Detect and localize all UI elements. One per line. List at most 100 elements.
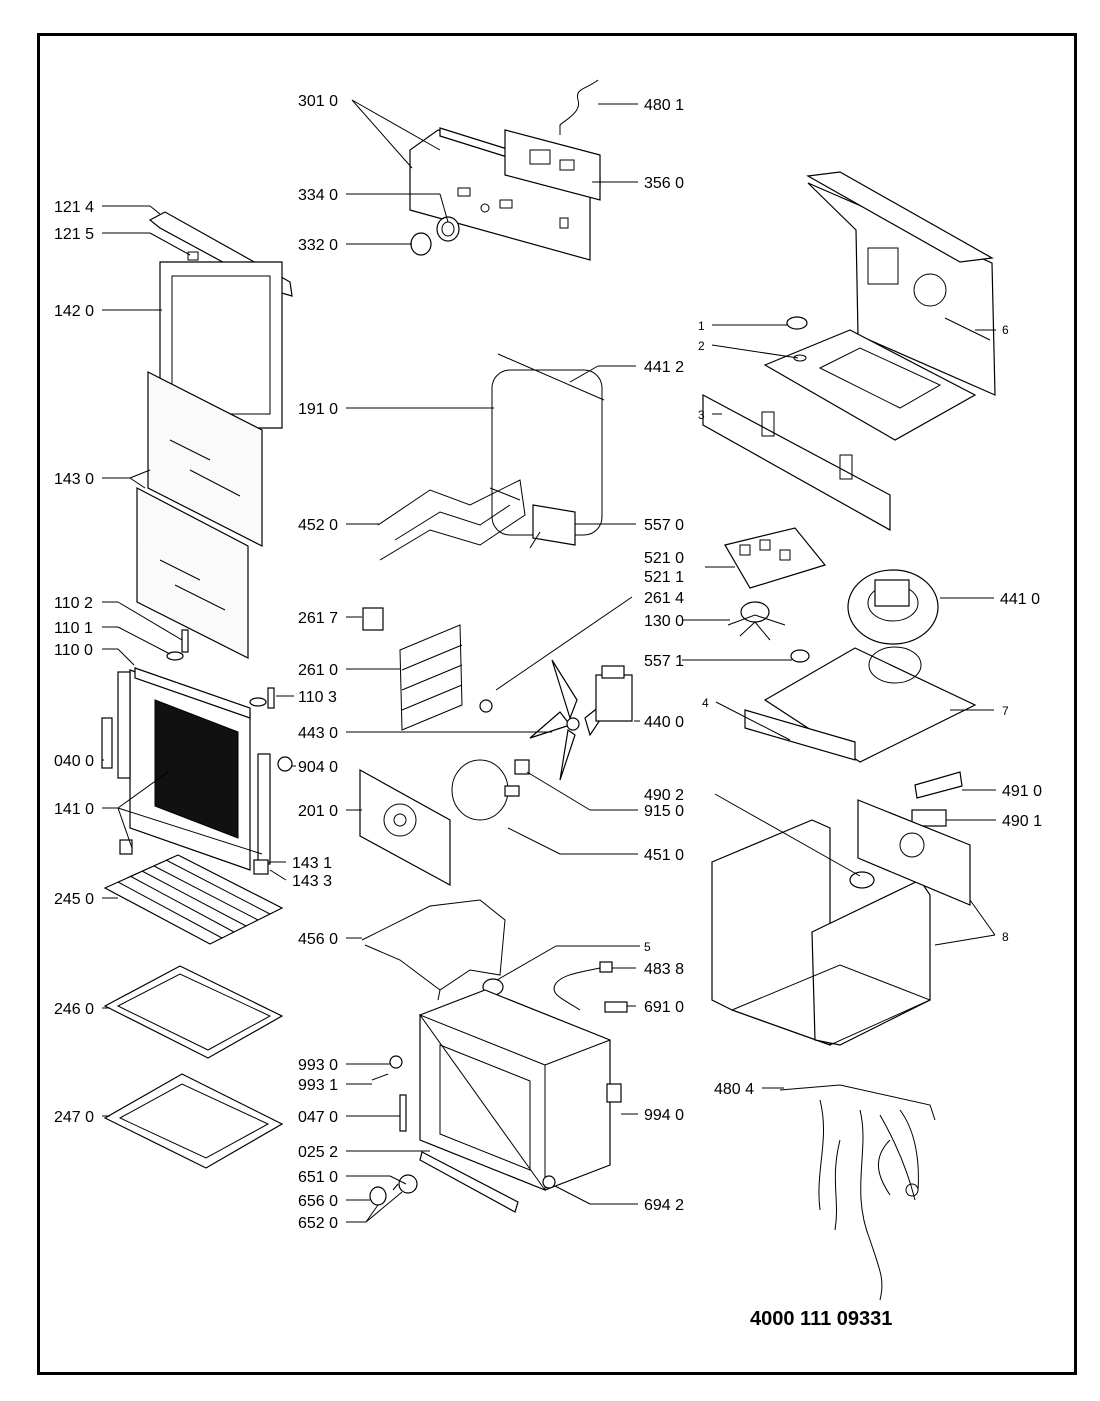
callout-557-0: 557 0: [644, 517, 684, 534]
callout-993-0: 993 0: [298, 1057, 338, 1074]
callout-110-2: 110 2: [54, 595, 93, 612]
callout-656-0: 656 0: [298, 1193, 338, 1210]
callout-7: 7: [1002, 704, 1009, 718]
connector-housing-part: [911, 809, 947, 827]
side-guide-part: [399, 1094, 407, 1132]
callout-521-1: 521 1: [644, 569, 684, 586]
support-bracket-part: [702, 393, 891, 532]
callout-2: 2: [698, 339, 705, 353]
callout-490-1: 490 1: [1002, 813, 1042, 830]
terminal-strip-part: [914, 771, 963, 799]
seal-ring-part: [849, 871, 875, 889]
callout-201-0: 201 0: [298, 803, 338, 820]
callout-557-1: 557 1: [644, 653, 684, 670]
callout-141-0: 141 0: [54, 801, 94, 818]
outer-casing-part: [711, 799, 971, 1046]
callout-6: 6: [1002, 323, 1009, 337]
callout-143-1: 143 1: [292, 855, 332, 872]
callout-130-0: 130 0: [644, 613, 684, 630]
rear-panel-part: [359, 768, 451, 887]
cavity-foot-part: [542, 1175, 556, 1189]
callout-521-0: 521 0: [644, 550, 684, 567]
callout-121-4: 121 4: [54, 199, 94, 216]
circular-heating-element-part: [451, 759, 520, 821]
callout-245-0: 245 0: [54, 891, 94, 908]
side-rack-part: [399, 624, 463, 731]
callout-652-0: 652 0: [298, 1215, 338, 1232]
callout-452-0: 452 0: [298, 517, 338, 534]
callout-5: 5: [644, 940, 651, 954]
grommet-part: [786, 316, 808, 330]
callout-143-3: 143 3: [292, 873, 332, 890]
washer-part: [166, 651, 184, 661]
front-trim-part: [419, 1151, 519, 1213]
rack-bracket-part: [362, 607, 384, 631]
callout-915-0: 915 0: [644, 803, 684, 820]
safety-thermostat-part: [790, 649, 810, 663]
top-panel-part: [806, 171, 996, 396]
top-heating-element-part: [377, 479, 526, 561]
callout-247-0: 247 0: [54, 1109, 94, 1126]
callout-480-4: 480 4: [714, 1081, 754, 1098]
wire-harness-small-part: [559, 79, 599, 135]
lamp-part: [479, 699, 493, 713]
callout-261-4: 261 4: [644, 590, 684, 607]
callout-110-0: 110 0: [54, 642, 93, 659]
bushing-part: [514, 759, 530, 775]
main-wire-harness-part: [779, 1084, 936, 1301]
callout-labels: 301 0 480 1 356 0 334 0 332 0 121 4 121 …: [54, 93, 1042, 1232]
motor-mount-part: [727, 601, 786, 641]
callout-451-0: 451 0: [644, 847, 684, 864]
callout-904-0: 904 0: [298, 759, 338, 776]
callout-121-5: 121 5: [54, 226, 94, 243]
base-plate-part: [744, 646, 977, 763]
oven-door-outer-part: [101, 667, 271, 875]
terminal-block-part: [604, 1001, 628, 1013]
callout-483-8: 483 8: [644, 961, 684, 978]
door-glass-pane-part: [136, 371, 263, 659]
control-relay-board-part: [724, 527, 827, 589]
callout-4: 4: [702, 696, 709, 710]
control-board-part: [504, 129, 601, 201]
oven-cavity-part: [418, 989, 622, 1192]
leader-lines: [102, 99, 996, 1223]
deep-tray-part: [103, 1073, 284, 1169]
callout-993-1: 993 1: [298, 1077, 338, 1094]
callout-191-0: 191 0: [298, 401, 338, 418]
callout-040-0: 040 0: [54, 753, 94, 770]
callout-143-0: 143 0: [54, 471, 94, 488]
knob-part: [410, 232, 432, 256]
callout-441-0: 441 0: [1000, 591, 1040, 608]
callout-332-0: 332 0: [298, 237, 338, 254]
cavity-lamp-part: [389, 1055, 403, 1069]
callout-261-7: 261 7: [298, 610, 338, 627]
hinge-clip-part: [181, 629, 189, 653]
callout-440-0: 440 0: [644, 714, 684, 731]
callout-651-0: 651 0: [298, 1169, 338, 1186]
callout-261-0: 261 0: [298, 662, 338, 679]
callout-994-0: 994 0: [644, 1107, 684, 1124]
callout-490-2: 490 2: [644, 787, 684, 804]
callout-694-2: 694 2: [644, 1197, 684, 1214]
callout-047-0: 047 0: [298, 1109, 338, 1126]
callout-246-0: 246 0: [54, 1001, 94, 1018]
selector-knob-part: [369, 1186, 387, 1206]
callout-443-0: 443 0: [298, 725, 338, 742]
insulation-plate-part: [763, 329, 977, 441]
callout-110-3: 110 3: [298, 689, 337, 706]
callout-8: 8: [1002, 930, 1009, 944]
callout-3: 3: [698, 408, 705, 422]
callout-456-0: 456 0: [298, 931, 338, 948]
callout-480-1: 480 1: [644, 97, 684, 114]
thermostat-part: [529, 504, 576, 549]
callout-356-0: 356 0: [644, 175, 684, 192]
callout-025-2: 025 2: [298, 1144, 338, 1161]
baking-tray-part: [103, 965, 284, 1059]
callout-301-0: 301 0: [298, 93, 338, 110]
document-number: 4000 111 09331: [750, 1308, 892, 1330]
callout-691-0: 691 0: [644, 999, 684, 1016]
cooling-fan-part: [847, 569, 939, 645]
knob-ring-part: [436, 216, 460, 242]
wire-rack-part: [103, 854, 284, 945]
